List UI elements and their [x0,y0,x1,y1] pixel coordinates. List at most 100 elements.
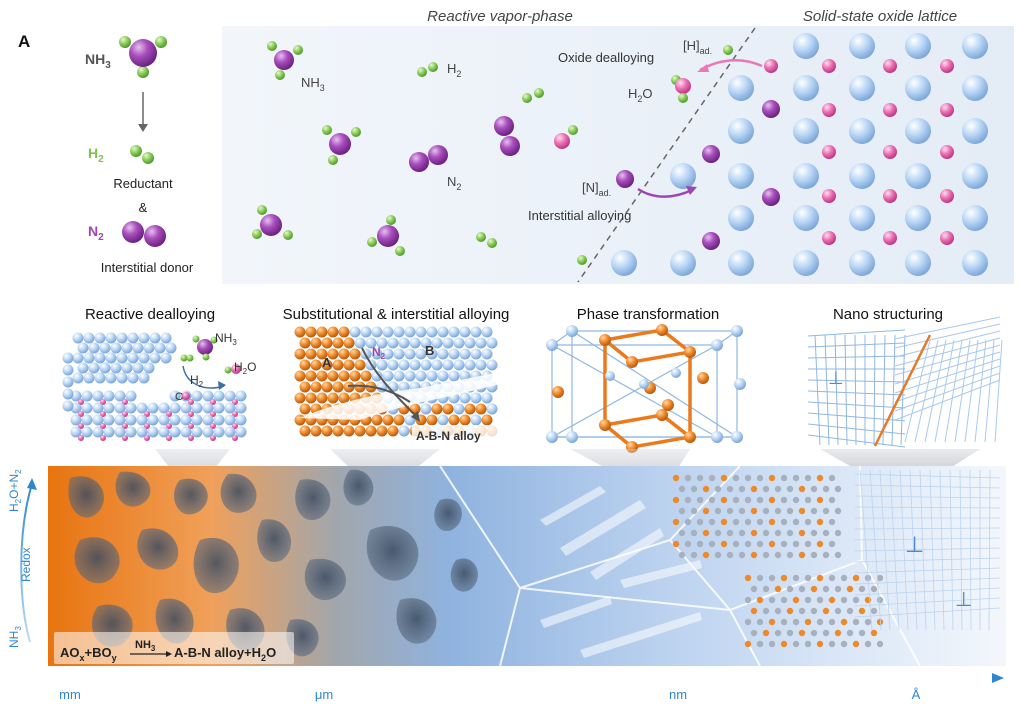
lattice-atom [756,640,764,648]
multiscale-bar: ⊥ ⊥ AOx+BOy NH3 A-B-N alloy+H2O H2O+N2 R… [7,465,1006,702]
metal-atom [83,372,95,384]
a-atom [354,425,366,437]
lattice-atom [840,596,848,604]
lattice-atom [798,485,806,493]
lattice-atom [690,529,698,537]
lattice-atom [786,507,794,515]
top-panel: A Reactive vapor-phase Solid-state oxide… [0,0,1018,290]
a-atom [365,425,377,437]
a-atom [343,425,355,437]
lattice-atom [762,607,770,615]
lattice-atom [726,507,734,515]
interstitial-alloying-label: Interstitial alloying [528,208,631,223]
lattice-atom [804,474,812,482]
lattice-atom [816,618,824,626]
b-atom [376,337,388,349]
svg-text:H2: H2 [88,145,104,165]
lattice-atom [810,629,818,637]
lattice-atom [672,518,680,526]
metal-atom [81,390,93,402]
b-atom [448,326,460,338]
oxygen-atom [122,435,128,441]
a-atom [371,414,383,426]
lattice-atom [798,529,806,537]
lattice-line [854,557,1001,563]
b-atom [371,370,383,382]
lattice-atom [804,596,812,604]
lattice-atom [852,574,860,582]
b-atom [431,337,443,349]
metal-atom [72,332,84,344]
a-atom [294,392,306,404]
lattice-atom [840,618,848,626]
metal-atom [105,352,117,364]
a-atom [299,425,311,437]
scale-label-nm: nm [669,687,687,702]
lattice-atom [744,640,752,648]
lattice-line [988,469,991,631]
metal-atom [127,352,139,364]
a-atom [349,348,361,360]
a-atom [360,370,372,382]
b-atom [371,326,383,338]
b-atom [398,337,410,349]
b-atom [398,359,410,371]
oh-fragment [554,125,578,149]
b-atom [486,359,498,371]
lattice-line [807,355,906,359]
dealloying-arrowhead [697,64,709,72]
top-diagram: Reactive vapor-phase Solid-state oxide l… [85,8,1014,284]
metal-atom [169,414,181,426]
b-atom [371,348,383,360]
lattice-atom [732,540,740,548]
a-atom [343,359,355,371]
lattice-line [807,390,906,396]
a-atom [327,326,339,338]
alloying-arrow [637,187,693,198]
lattice-atom [708,474,716,482]
lattice-atom [744,496,752,504]
lattice-atom [774,551,782,559]
b-atom [442,359,454,371]
oxygen-atom [144,411,150,417]
metal-atom [202,414,214,426]
b-atom [448,370,460,382]
nano-inset: ⊥ [807,316,1003,448]
lattice-atom [678,551,686,559]
a-atom [354,381,366,393]
b-atom [376,359,388,371]
h-ad-label: [H]ad. [683,38,712,56]
metal-atom [138,332,150,344]
lattice-atom [672,474,680,482]
b-atom [481,392,493,404]
lattice-atom [738,529,746,537]
lattice-atom [798,629,806,637]
n2-molecule [494,116,520,156]
metal-atom [81,426,93,438]
lattice-atom [822,551,830,559]
metal-atom [138,352,150,364]
metal-atom [83,332,95,344]
lattice-atom [804,540,812,548]
lattice-line [959,469,963,631]
lattice-atom [846,585,854,593]
lattice-atom [744,474,752,482]
lattice-atom [750,485,758,493]
lattice-atom [744,618,752,626]
lattice-line [894,379,1001,421]
lattice-atom [786,551,794,559]
lattice-atom [702,507,710,515]
lattice-atom [828,518,836,526]
metal-atom [62,400,74,412]
lattice-line [859,469,873,631]
b-atom [349,326,361,338]
a-atom [338,326,350,338]
redox-axis-arrowhead [27,478,37,490]
metal-atom [92,402,104,414]
a-atom [442,403,454,415]
a-atom [294,370,306,382]
lattice-atom [744,596,752,604]
porous-structure [68,469,478,657]
metal-atom [121,362,133,374]
lattice-atom [792,640,800,648]
